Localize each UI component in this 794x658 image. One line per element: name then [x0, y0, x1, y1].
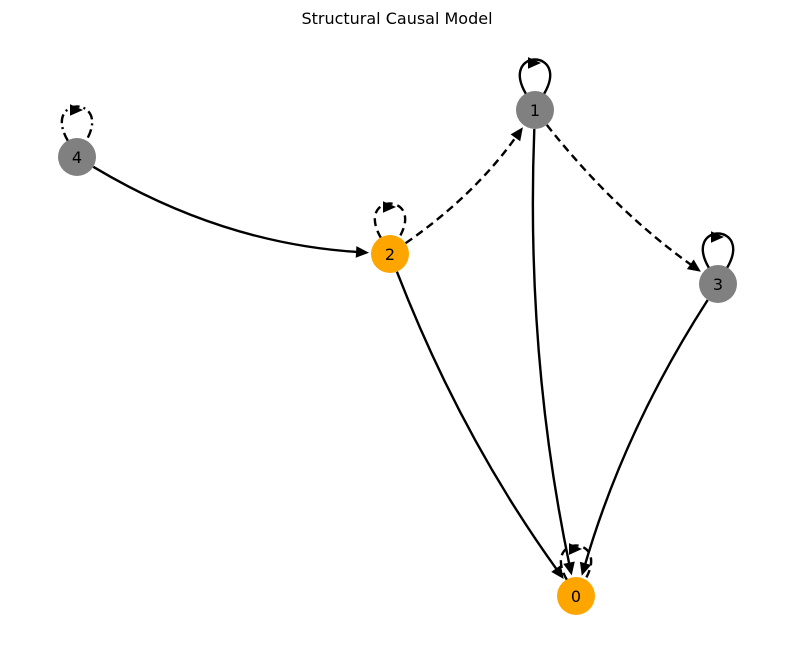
edge-2-to-0 — [395, 271, 559, 572]
edge-2-to-1 — [404, 134, 519, 245]
node-circle-3 — [699, 265, 737, 303]
edge-3-to-0 — [583, 299, 709, 567]
nodes-layer: 0 1 2 3 4 — [58, 91, 737, 615]
self-loop-arrowhead-3 — [711, 231, 724, 243]
graph-title: Structural Causal Model — [301, 9, 492, 28]
edge-2-to-0-arrowhead — [551, 565, 564, 579]
edge-4-to-2-arrowhead — [355, 246, 369, 258]
node-1[interactable]: 1 — [516, 91, 554, 129]
node-label-1: 1 — [530, 101, 540, 120]
node-0[interactable]: 0 — [557, 577, 595, 615]
node-label-4: 4 — [72, 148, 82, 167]
edge-1-to-3-arrowhead — [686, 259, 701, 272]
edge-2-to-1-arrowhead — [510, 127, 523, 142]
self-loop-4 — [60, 105, 94, 142]
self-loop-arrowhead-4 — [70, 104, 83, 116]
edge-4-to-2 — [92, 165, 360, 254]
node-circle-4 — [58, 138, 96, 176]
self-loop-3 — [701, 232, 735, 269]
node-label-3: 3 — [713, 275, 723, 294]
node-circle-1 — [516, 91, 554, 129]
node-2[interactable]: 2 — [371, 235, 409, 273]
node-label-2: 2 — [385, 245, 395, 264]
edge-1-to-0-arrowhead — [563, 561, 575, 576]
node-circle-0 — [557, 577, 595, 615]
node-circle-2 — [371, 235, 409, 273]
node-label-0: 0 — [571, 587, 581, 606]
node-4[interactable]: 4 — [58, 138, 96, 176]
self-loop-1 — [518, 58, 552, 95]
self-loop-arrowhead-1 — [528, 57, 541, 69]
node-3[interactable]: 3 — [699, 265, 737, 303]
edges-layer — [60, 57, 735, 581]
edge-1-to-3 — [545, 124, 694, 267]
edge-1-to-0 — [531, 128, 571, 566]
self-loop-2 — [373, 202, 407, 239]
edge-3-to-0-arrowhead — [579, 561, 592, 576]
self-loop-arrowhead-0 — [569, 543, 582, 555]
self-loop-0 — [559, 544, 593, 581]
self-loop-arrowhead-2 — [383, 201, 396, 213]
